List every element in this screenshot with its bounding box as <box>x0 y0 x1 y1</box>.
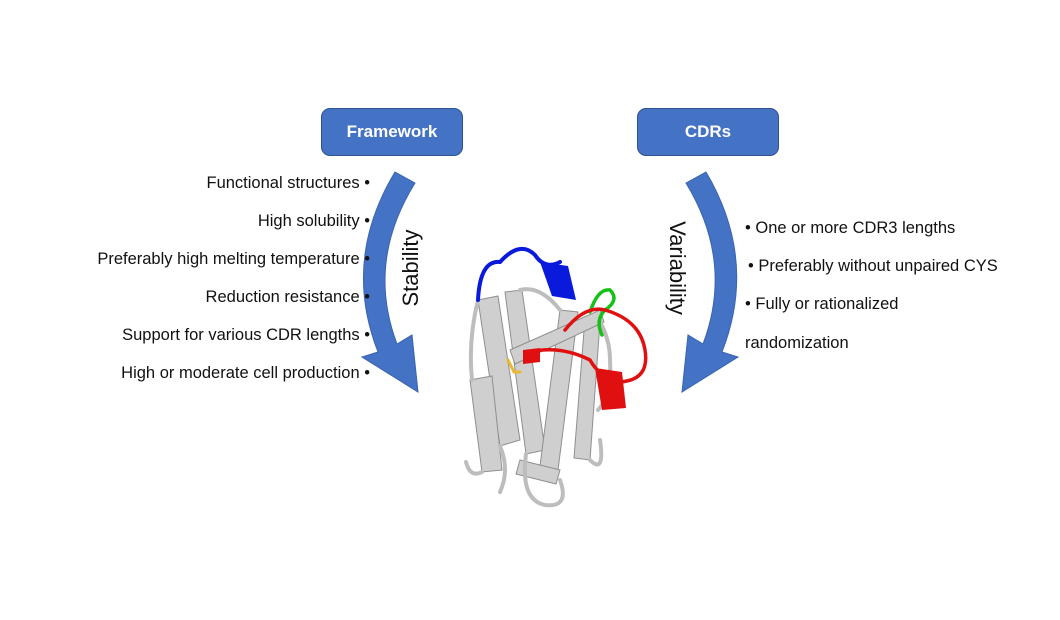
cdr3-helix-small <box>523 348 540 364</box>
framework-title: Framework <box>346 122 438 141</box>
stability-label: Stability <box>398 229 423 307</box>
beta-strand <box>469 375 503 473</box>
loop <box>518 287 562 312</box>
loop <box>522 452 565 508</box>
stability-arrow-icon <box>360 171 419 393</box>
cdr2-loop <box>588 288 616 337</box>
cdrs-item: • Preferably without unpaired CYS <box>748 257 998 275</box>
cdrs-title: CDRs <box>684 122 732 141</box>
framework-item: Functional structures • <box>206 174 370 192</box>
beta-strand <box>515 459 561 485</box>
cdrs-header-box: CDRs <box>637 108 779 156</box>
framework-item: Support for various CDR lengths • <box>122 326 370 344</box>
cdr3-loop <box>528 307 648 384</box>
framework-item: Preferably high melting temperature • <box>97 250 370 268</box>
disulfide-bond <box>506 358 522 374</box>
loop <box>468 298 480 382</box>
framework-item: High solubility • <box>257 212 370 230</box>
variability-arrow-icon <box>681 171 740 393</box>
loop <box>464 460 484 476</box>
cdrs-item: randomization <box>745 334 849 352</box>
cdr1-helix <box>540 262 576 300</box>
nanobody-structure-image <box>464 246 648 508</box>
cdrs-item: • Fully or rationalized <box>745 295 899 313</box>
framework-item: High or moderate cell production • <box>121 364 370 382</box>
cdr3-helix <box>595 368 626 410</box>
loop <box>588 438 604 467</box>
loop <box>498 444 507 494</box>
variability-label: Variability <box>665 221 690 315</box>
cdrs-item: • One or more CDR3 lengths <box>745 219 956 237</box>
beta-strand <box>573 317 601 461</box>
framework-item: Reduction resistance • <box>205 288 370 306</box>
framework-header-box: Framework <box>321 108 463 156</box>
